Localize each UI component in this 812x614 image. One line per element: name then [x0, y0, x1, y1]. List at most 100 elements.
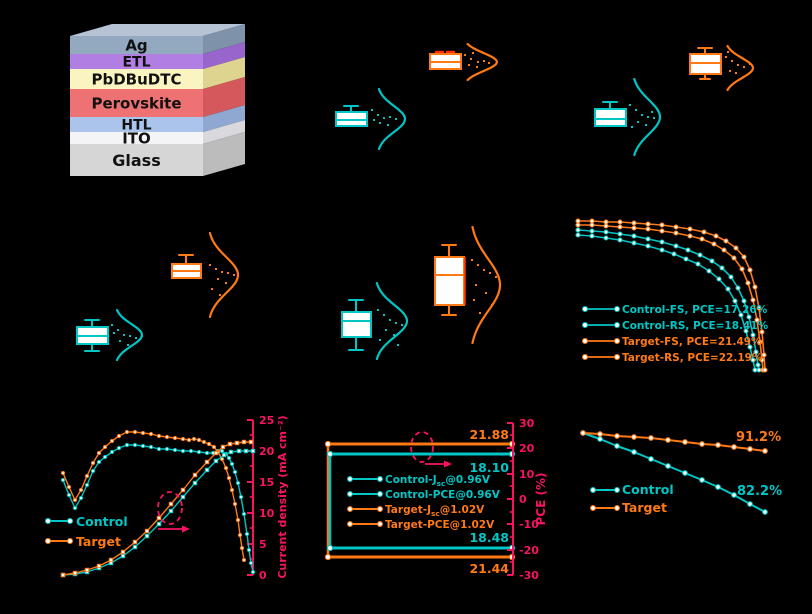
eqe-eqe-curve-control-marker [124, 442, 130, 448]
box-ff-target-bell [208, 231, 240, 319]
jv-jv-curve-control-rs-marker [719, 265, 725, 271]
jv-jv-curve-target-rs-marker [741, 254, 747, 260]
stabilized-output-spo-legend-target-j: Target-Jsc​@1.02V [385, 504, 485, 518]
box-pce-target-scatter-dot [471, 259, 473, 261]
jv-jv-curve-control-fs-marker [738, 312, 744, 318]
stability-stability-legend-target: Target [622, 500, 667, 515]
box-ff-target-scatter-dot [215, 268, 217, 270]
box-ff-target-scatter-dot [217, 278, 219, 280]
eqe-current-density-axis-tick-label: 20 [259, 445, 275, 458]
eqe-integrated-j-target-marker [241, 439, 247, 445]
stability-stability-legend-line-control-marker [614, 487, 620, 493]
stabilized-output-label-control-top: 18.10 [469, 460, 509, 475]
device-layer-side-etl [203, 42, 245, 69]
box-pce-target-scatter-dot [489, 272, 491, 274]
jv-jv-curve-target-fs-marker [745, 280, 751, 286]
box-voc-control-scatter-dot [371, 109, 373, 111]
eqe-integrated-j-target-marker [108, 557, 114, 563]
stabilized-output-pce-axis-title: PCE (%) [534, 473, 548, 526]
jv-jv-curve-control-fs-marker [743, 328, 749, 334]
jv-jv-curve-target-fs-marker [603, 223, 609, 229]
box-voc-control-scatter-dot [395, 118, 397, 120]
jv-jv-curve-target-fs-marker [721, 247, 727, 253]
eqe-eqe-curve-target-marker [191, 436, 197, 442]
jv-jv-curve-control-rs-marker [741, 298, 747, 304]
eqe-eqe-curve-target-marker [206, 441, 212, 447]
box-voc-control-scatter-dot [383, 117, 385, 119]
box-jsc-target-bell [726, 44, 755, 92]
eqe-eqe-curve-control-marker [109, 449, 115, 455]
panel-box-ff-svg [76, 231, 240, 362]
eqe-eqe-curve-target-marker [229, 487, 235, 493]
eqe-eqe-curve-control-marker [132, 442, 138, 448]
jv-jv-curve-target-fs-marker [631, 225, 637, 231]
jv-jv-curve-control-rs-marker [755, 362, 761, 368]
eqe-integrated-j-target-marker [120, 549, 126, 555]
eqe-eqe-curve-control-marker [90, 468, 96, 474]
eqe-eqe-curve-control-marker [60, 477, 66, 483]
stabilized-output-spo-annotation-arrow-head [444, 460, 452, 468]
box-voc-control-scatter-dot [377, 114, 379, 116]
jv-jv-curve-target-rs-marker [761, 352, 767, 358]
box-voc-target-scatter-dot [477, 61, 479, 63]
device-layer-label-pbdbudtc: PbDBuDTC [92, 70, 182, 88]
stabilized-output-target-j-line-marker [324, 440, 332, 448]
stability-stability-curve-target-marker [762, 448, 768, 454]
jv-jv-curve-control-fs-marker [732, 298, 738, 304]
jv-jv-curve-control-rs-marker [709, 258, 715, 264]
jv-jv-curve-target-fs-marker [645, 226, 651, 232]
stabilized-output-spo-legend-line-2-marker [377, 491, 383, 497]
eqe-integrated-j-control-marker [156, 521, 162, 527]
eqe-eqe-curve-control-marker [204, 450, 210, 456]
eqe-integrated-j-control-marker [250, 448, 256, 454]
stabilized-output-pce-axis-tick-label: -30 [519, 569, 539, 582]
box-jsc-control-scatter-dot [653, 117, 655, 119]
eqe-eqe-curve-target-marker [84, 473, 90, 479]
stabilized-output-pce-axis-tick-label: 0 [519, 493, 527, 506]
eqe-integrated-j-target-marker [220, 444, 226, 450]
box-pce-target-scatter-dot [483, 269, 485, 271]
eqe-eqe-curve-control-marker [235, 480, 241, 486]
device-layer-side-htl [203, 105, 245, 132]
jv-jv-curve-target-rs-marker [673, 224, 679, 230]
stabilized-output-target-bottom-line-marker [324, 553, 332, 561]
jv-jv-curve-target-rs-marker [759, 329, 765, 335]
eqe-integrated-j-target-marker [204, 459, 210, 465]
jv-jv-curve-control-fs-marker [706, 268, 712, 274]
box-ff-control-scatter-dot [123, 334, 125, 336]
stabilized-output-spo-legend-line-4-marker [377, 521, 383, 527]
eqe-eqe-curve-target-marker [132, 429, 138, 435]
stabilized-output-pce-axis-tick-label: 20 [519, 442, 535, 455]
box-pce-target-scatter-dot [495, 276, 497, 278]
jv-jv-curve-target-fs-marker [617, 224, 623, 230]
eqe-eqe-curve-control-marker [226, 455, 232, 461]
panel-box-pce [300, 205, 555, 400]
eqe-eqe-curve-control-marker [229, 461, 235, 467]
eqe-eqe-curve-control-marker [148, 444, 154, 450]
eqe-eqe-curve-control-marker [246, 547, 252, 553]
eqe-eqe-curve-target-marker [78, 487, 84, 493]
jv-jv-curve-target-rs-marker [713, 233, 719, 239]
box-pce-control-scatter-dot [377, 309, 379, 311]
jv-jv-curve-control-rs-marker [645, 236, 651, 242]
box-voc-control-scatter-dot [387, 124, 389, 126]
jv-jv-legend-line-2-marker [581, 321, 589, 329]
eqe-eqe-curve-control-marker [156, 446, 162, 452]
device-layer-label-perovskite: Perovskite [91, 94, 181, 112]
stabilized-output-label-control-bottom: 18.48 [469, 530, 509, 545]
stability-stability-curve-target-marker [682, 439, 688, 445]
eqe-integrated-j-target-marker [192, 472, 198, 478]
stability-stability-curve-control-marker [682, 470, 688, 476]
jv-jv-curve-target-rs-marker [747, 267, 753, 273]
eqe-integrated-j-control-marker [180, 494, 186, 500]
device-layer-label-ag: Ag [125, 36, 147, 54]
box-jsc-target-scatter-dot [749, 63, 751, 65]
jv-jv-curve-control-fs-marker [750, 357, 756, 363]
jv-jv-curve-target-rs-marker [733, 245, 739, 251]
device-layer-side-glass [203, 132, 245, 176]
stabilized-output-pce-axis-tick-label: 10 [519, 468, 535, 481]
eqe-integrated-j-control-marker [243, 448, 249, 454]
jv-jv-curve-target-rs-marker [631, 220, 637, 226]
box-pce-target-scatter-dot [491, 304, 493, 306]
jv-jv-curve-control-rs-marker [735, 285, 741, 291]
